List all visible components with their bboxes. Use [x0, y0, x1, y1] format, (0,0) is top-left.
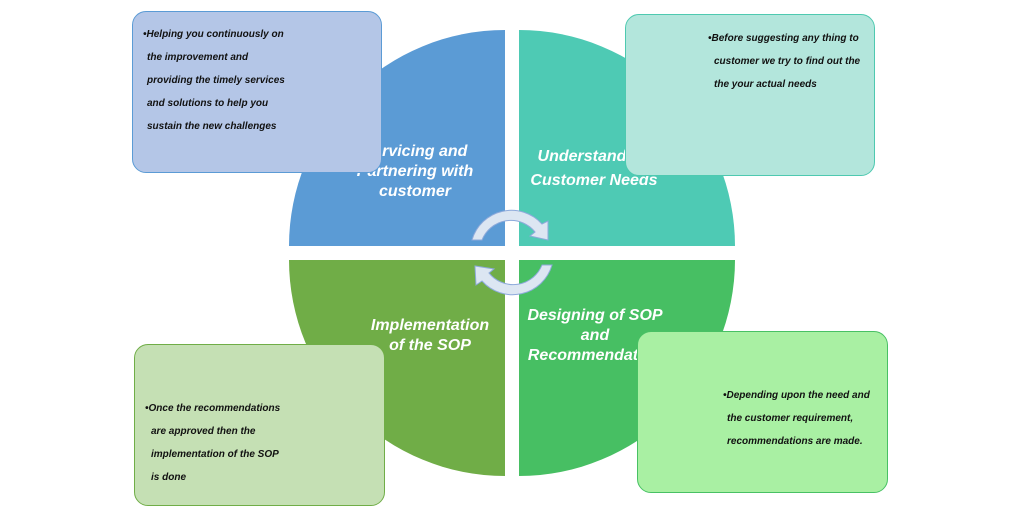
- description-line: implementation of the SOP: [151, 449, 279, 460]
- description-line: providing the timely services: [147, 75, 285, 86]
- quadrant-label-line: and: [580, 327, 610, 344]
- quadrant-label-line: Recommendation: [527, 347, 663, 364]
- description-box-bottom-right: •Depending upon the need and the custome…: [637, 331, 888, 493]
- quadrant-label-line: Partnering with: [356, 163, 474, 180]
- quadrant-label-line: customer: [378, 183, 452, 200]
- quadrant-bottom-right: [519, 260, 735, 476]
- description-line: recommendations are made.: [727, 436, 863, 447]
- cycle-arrow-bottom: [474, 264, 553, 296]
- description-box-bottom-left: •Once the recommendations are approved t…: [134, 344, 385, 506]
- description-line: customer we try to find out the: [714, 56, 861, 67]
- quadrant-label-line: Customer Needs: [530, 172, 658, 189]
- description-line: •Helping you continuously on: [143, 29, 284, 40]
- cycle-arrow-top: [471, 209, 549, 241]
- quadrant-label-line: of the SOP: [389, 337, 471, 354]
- quadrant-label-bottom-right: Designing of SOP and Recommendation: [510, 306, 680, 366]
- description-line: •Depending upon the need and: [723, 390, 870, 401]
- description-line: •Before suggesting any thing to: [708, 33, 859, 44]
- quadrant-bottom-left: [289, 260, 505, 476]
- quadrant-label-top-right: Understanding Customer Needs: [510, 147, 678, 191]
- description-line: the customer requirement,: [727, 413, 854, 424]
- description-box-top-right: •Before suggesting any thing to customer…: [625, 14, 875, 176]
- quadrant-label-line: Understanding: [537, 148, 651, 165]
- description-line: are approved then the: [151, 426, 256, 437]
- description-line: sustain the new challenges: [147, 121, 277, 132]
- quadrant-label-line: Implementation: [370, 317, 490, 334]
- description-line: is done: [151, 472, 187, 483]
- quadrant-label-line: Designing of SOP: [527, 307, 663, 324]
- quadrant-label-bottom-left: Implementation of the SOP: [345, 316, 515, 356]
- quadrant-label-top-left: Servicing and Partnering with customer: [330, 142, 500, 202]
- description-line: •Once the recommendations: [145, 403, 281, 414]
- description-line: the your actual needs: [714, 79, 817, 90]
- quadrant-top-left: [289, 30, 505, 246]
- description-line: the improvement and: [147, 52, 249, 63]
- description-box-top-left: •Helping you continuously on the improve…: [132, 11, 382, 173]
- description-line: and solutions to help you: [147, 98, 269, 109]
- quadrant-label-line: Servicing and: [362, 143, 468, 160]
